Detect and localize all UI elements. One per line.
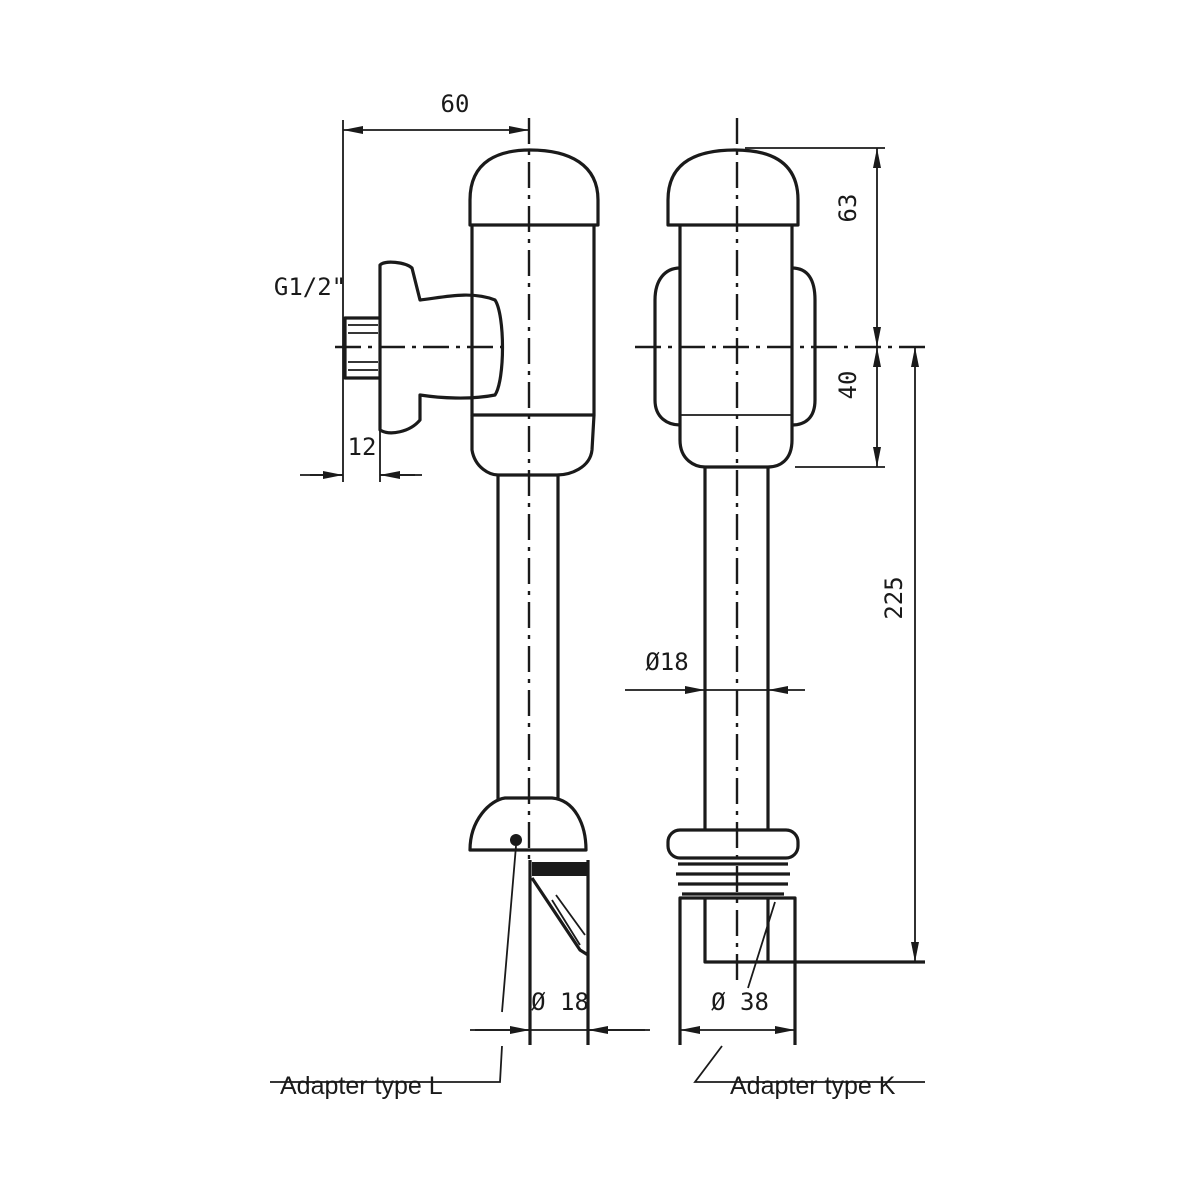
valve-body-bottom xyxy=(470,414,596,477)
dim-40: 40 xyxy=(834,371,862,400)
dim-60: 60 xyxy=(441,90,470,118)
valve-side-bulges xyxy=(653,266,817,427)
adapter-k-flange xyxy=(666,828,800,860)
extension-lines xyxy=(342,120,381,482)
leader-adapter-l xyxy=(270,845,517,1083)
supply-pipe-front xyxy=(703,467,770,830)
valve-head-dome xyxy=(468,148,600,227)
dim-thread: G1/2" xyxy=(274,273,346,301)
dim-63: 63 xyxy=(834,194,862,223)
adapter-pivot-dot xyxy=(510,834,522,846)
valve-body-front xyxy=(678,225,794,469)
adapter-seal xyxy=(532,862,588,876)
dim-225: 225 xyxy=(880,576,908,619)
valve-head-dome-front xyxy=(666,148,800,227)
leader-adapter-k xyxy=(693,901,925,1083)
side-view-adapter-l: 60 G1/2" 12 Ø 18 Adapter type L xyxy=(270,90,650,1100)
label-adapter-type-k: Adapter type K xyxy=(730,1072,896,1100)
valve-body xyxy=(470,225,596,417)
dim-adapter-k-dia: Ø 38 xyxy=(711,988,769,1016)
adapter-l-outlet xyxy=(528,860,590,1045)
adapter-k-socket xyxy=(678,896,925,1045)
front-view-adapter-k: 63 40 225 Ø18 Ø 38 Adapter type K xyxy=(625,118,925,1100)
supply-pipe xyxy=(496,475,560,800)
adapter-k-thread xyxy=(676,862,790,896)
label-adapter-type-l: Adapter type L xyxy=(280,1072,443,1100)
extension-lines xyxy=(745,147,885,468)
thread-lines xyxy=(348,324,378,371)
adapter-insert xyxy=(551,894,586,946)
dim-12: 12 xyxy=(348,433,377,461)
dim-adapter-l-dia: Ø 18 xyxy=(531,988,589,1016)
dim-pipe-dia: Ø18 xyxy=(645,648,688,676)
inlet-knob xyxy=(378,260,505,435)
adapter-l-dome xyxy=(468,796,588,852)
